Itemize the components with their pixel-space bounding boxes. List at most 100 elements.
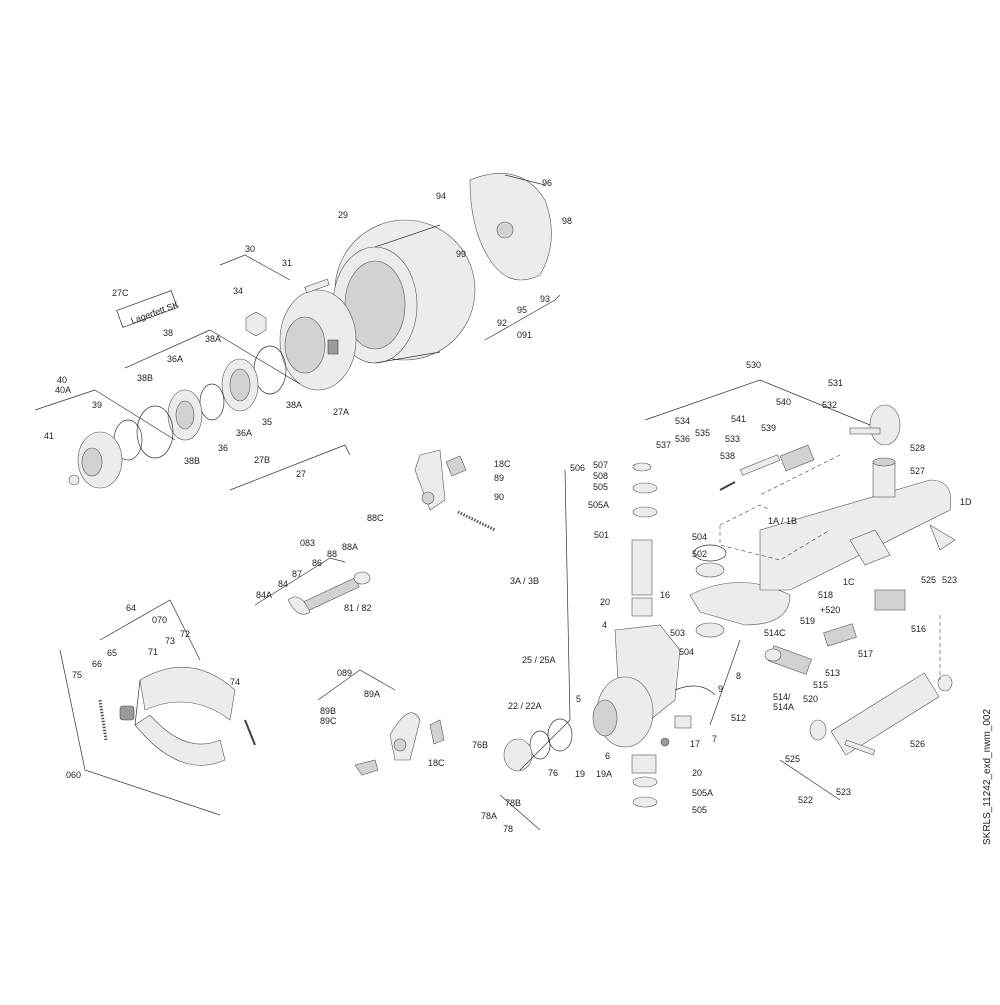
- label-96: 96: [542, 178, 552, 188]
- label-501: 501: [594, 530, 609, 540]
- label-36A-2: 36A: [236, 428, 252, 438]
- label-94: 94: [436, 191, 446, 201]
- hub-bolt: [304, 278, 330, 294]
- label-526: 526: [910, 739, 925, 749]
- label-34: 34: [233, 286, 243, 296]
- label-98: 98: [562, 216, 572, 226]
- label-8: 8: [736, 671, 741, 681]
- label-20-2: 20: [692, 768, 702, 778]
- label-1D: 1D: [960, 497, 972, 507]
- camshaft: [254, 557, 371, 615]
- drawing-id: SKRLS_11242_exd_nwm_002: [982, 709, 993, 845]
- label-539: 539: [761, 423, 776, 433]
- label-502: 502: [692, 549, 707, 559]
- label-525-2: 525: [785, 754, 800, 764]
- label-22-22A: 22 / 22A: [508, 701, 542, 711]
- label-514C: 514C: [764, 628, 786, 638]
- label-7: 7: [712, 734, 717, 744]
- label-27C: 27C: [112, 288, 129, 298]
- bearing-rings: [113, 345, 287, 461]
- label-76B: 76B: [472, 740, 488, 750]
- label-plus520: +520: [820, 605, 840, 615]
- label-90: 90: [494, 492, 504, 502]
- label-540: 540: [776, 397, 791, 407]
- label-523-2: 523: [836, 787, 851, 797]
- label-38B: 38B: [137, 373, 153, 383]
- hub-nut: [245, 311, 267, 337]
- thrust-bearing: [693, 544, 727, 638]
- label-538: 538: [720, 451, 735, 461]
- label-84: 84: [278, 579, 288, 589]
- label-31: 31: [282, 258, 292, 268]
- label-518: 518: [818, 590, 833, 600]
- label-87: 87: [292, 569, 302, 579]
- label-39: 39: [92, 400, 102, 410]
- label-73: 73: [165, 636, 175, 646]
- label-525: 525: [921, 575, 936, 585]
- label-17: 17: [690, 739, 700, 749]
- label-523: 523: [942, 575, 957, 585]
- label-506: 506: [570, 463, 585, 473]
- shock-absorber: [809, 615, 953, 756]
- label-514A: 514A: [773, 702, 794, 712]
- label-99: 99: [456, 249, 466, 259]
- label-36A: 36A: [167, 354, 183, 364]
- slack-adjuster-lower: [317, 669, 445, 776]
- label-88A: 88A: [342, 542, 358, 552]
- label-060: 060: [66, 770, 81, 780]
- tie-rod-end: [764, 623, 857, 675]
- label-89B: 89B: [320, 706, 336, 716]
- label-5: 5: [576, 694, 581, 704]
- steering-knuckle: [503, 624, 716, 772]
- label-528: 528: [910, 443, 925, 453]
- wheel-hub: [279, 289, 357, 391]
- label-89A: 89A: [364, 689, 380, 699]
- label-4: 4: [602, 620, 607, 630]
- label-36: 36: [218, 443, 228, 453]
- label-505-2: 505: [692, 805, 707, 815]
- label-527: 527: [910, 466, 925, 476]
- label-25-25A: 25 / 25A: [522, 655, 556, 665]
- label-504: 504: [692, 532, 707, 542]
- label-78A: 78A: [481, 811, 497, 821]
- label-89C: 89C: [320, 716, 337, 726]
- label-089: 089: [337, 668, 352, 678]
- label-505A: 505A: [588, 500, 609, 510]
- label-18C-2: 18C: [428, 758, 445, 768]
- label-78: 78: [503, 824, 513, 834]
- label-65: 65: [107, 648, 117, 658]
- label-38A-2: 38A: [286, 400, 302, 410]
- label-81-82: 81 / 82: [344, 603, 372, 613]
- callout-labels: 96 94 98 99 29 30 31 34 27C 93 95 92 091…: [44, 178, 972, 834]
- label-35: 35: [262, 417, 272, 427]
- label-1C: 1C: [843, 577, 855, 587]
- label-27A: 27A: [333, 407, 349, 417]
- label-16: 16: [660, 590, 670, 600]
- label-74: 74: [230, 677, 240, 687]
- label-20: 20: [600, 597, 610, 607]
- label-66: 66: [92, 659, 102, 669]
- label-95: 95: [517, 305, 527, 315]
- label-1A-1B: 1A / 1B: [768, 516, 797, 526]
- label-40A: 40A: [55, 385, 71, 395]
- label-89: 89: [494, 473, 504, 483]
- label-9: 9: [718, 684, 723, 694]
- label-508: 508: [593, 471, 608, 481]
- label-40: 40: [57, 375, 67, 385]
- label-541: 541: [731, 414, 746, 424]
- label-88C: 88C: [367, 513, 384, 523]
- label-71: 71: [148, 647, 158, 657]
- label-38A: 38A: [205, 334, 221, 344]
- label-091: 091: [517, 330, 532, 340]
- slack-adjuster-upper: [414, 449, 467, 511]
- label-19: 19: [575, 769, 585, 779]
- label-531: 531: [828, 378, 843, 388]
- label-532: 532: [822, 400, 837, 410]
- label-18C: 18C: [494, 459, 511, 469]
- label-38B-2: 38B: [184, 456, 200, 466]
- label-93: 93: [540, 294, 550, 304]
- label-78B: 78B: [505, 798, 521, 808]
- dust-shield: [469, 173, 552, 281]
- axle-beam: [759, 457, 956, 611]
- label-72: 72: [180, 629, 190, 639]
